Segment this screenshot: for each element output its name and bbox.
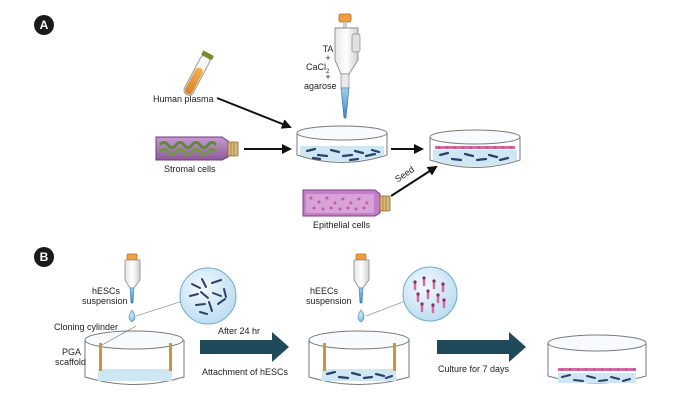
heecs-suspension-label: suspension: [306, 296, 352, 306]
zoom-line: [135, 299, 187, 317]
culture-flask-icon: [302, 189, 391, 217]
pipette-icon: [353, 253, 370, 323]
petri-dish-icon: [547, 334, 647, 384]
cacl2-text: CaCl: [306, 62, 327, 72]
plus-label: +: [325, 72, 331, 82]
cell-magnifier-icon: [179, 267, 237, 325]
cloning-cylinder-icon: [99, 343, 172, 371]
culture-label: Culture for 7 days: [438, 364, 510, 374]
petri-dish-icon: [296, 125, 388, 163]
epithelial-cells-label: Epithelial cells: [313, 220, 371, 230]
cell-magnifier-icon: [402, 266, 458, 322]
pga-label: PGA: [62, 347, 82, 357]
hescs-suspension-label: suspension: [82, 296, 128, 306]
arrow-after-24hr: [200, 332, 289, 362]
culture-flask-icon: [155, 136, 239, 161]
droplet-icon: [357, 309, 365, 323]
panel-b-badge: B: [34, 247, 54, 267]
zoom-line: [365, 299, 409, 317]
cacl2-label: CaCl2: [306, 62, 329, 77]
heecs-label: hEECs: [310, 286, 339, 296]
cloning-cylinder-label: Cloning cylinder: [54, 322, 119, 332]
arrow-culture: [437, 332, 526, 362]
hescs-label: hESCs: [92, 286, 121, 296]
leader-line: [101, 325, 137, 346]
petri-dish-icon: [429, 129, 521, 168]
scaffold-label: scaffold: [55, 357, 86, 367]
pipette-icon: [124, 253, 141, 323]
human-plasma-label: Human plasma: [153, 94, 214, 104]
arrow-seed: [390, 165, 438, 197]
cacl2-subscript: 2: [326, 68, 330, 75]
stromal-cells-label: Stromal cells: [164, 164, 216, 174]
petri-dish-icon: [84, 330, 185, 385]
pipette-icon: [334, 13, 361, 119]
attachment-label: Attachment of hESCs: [202, 367, 289, 377]
agarose-label: agarose: [304, 81, 337, 91]
test-tube-icon: [183, 50, 214, 96]
plus-label: +: [325, 53, 331, 63]
arrow-plasma-to-dish: [216, 97, 292, 129]
droplet-icon: [128, 309, 136, 323]
after-24hr-label: After 24 hr: [218, 326, 261, 336]
panel-a-badge: A: [34, 15, 54, 35]
petri-dish-icon: [308, 330, 410, 385]
ta-label: TA: [322, 44, 334, 54]
